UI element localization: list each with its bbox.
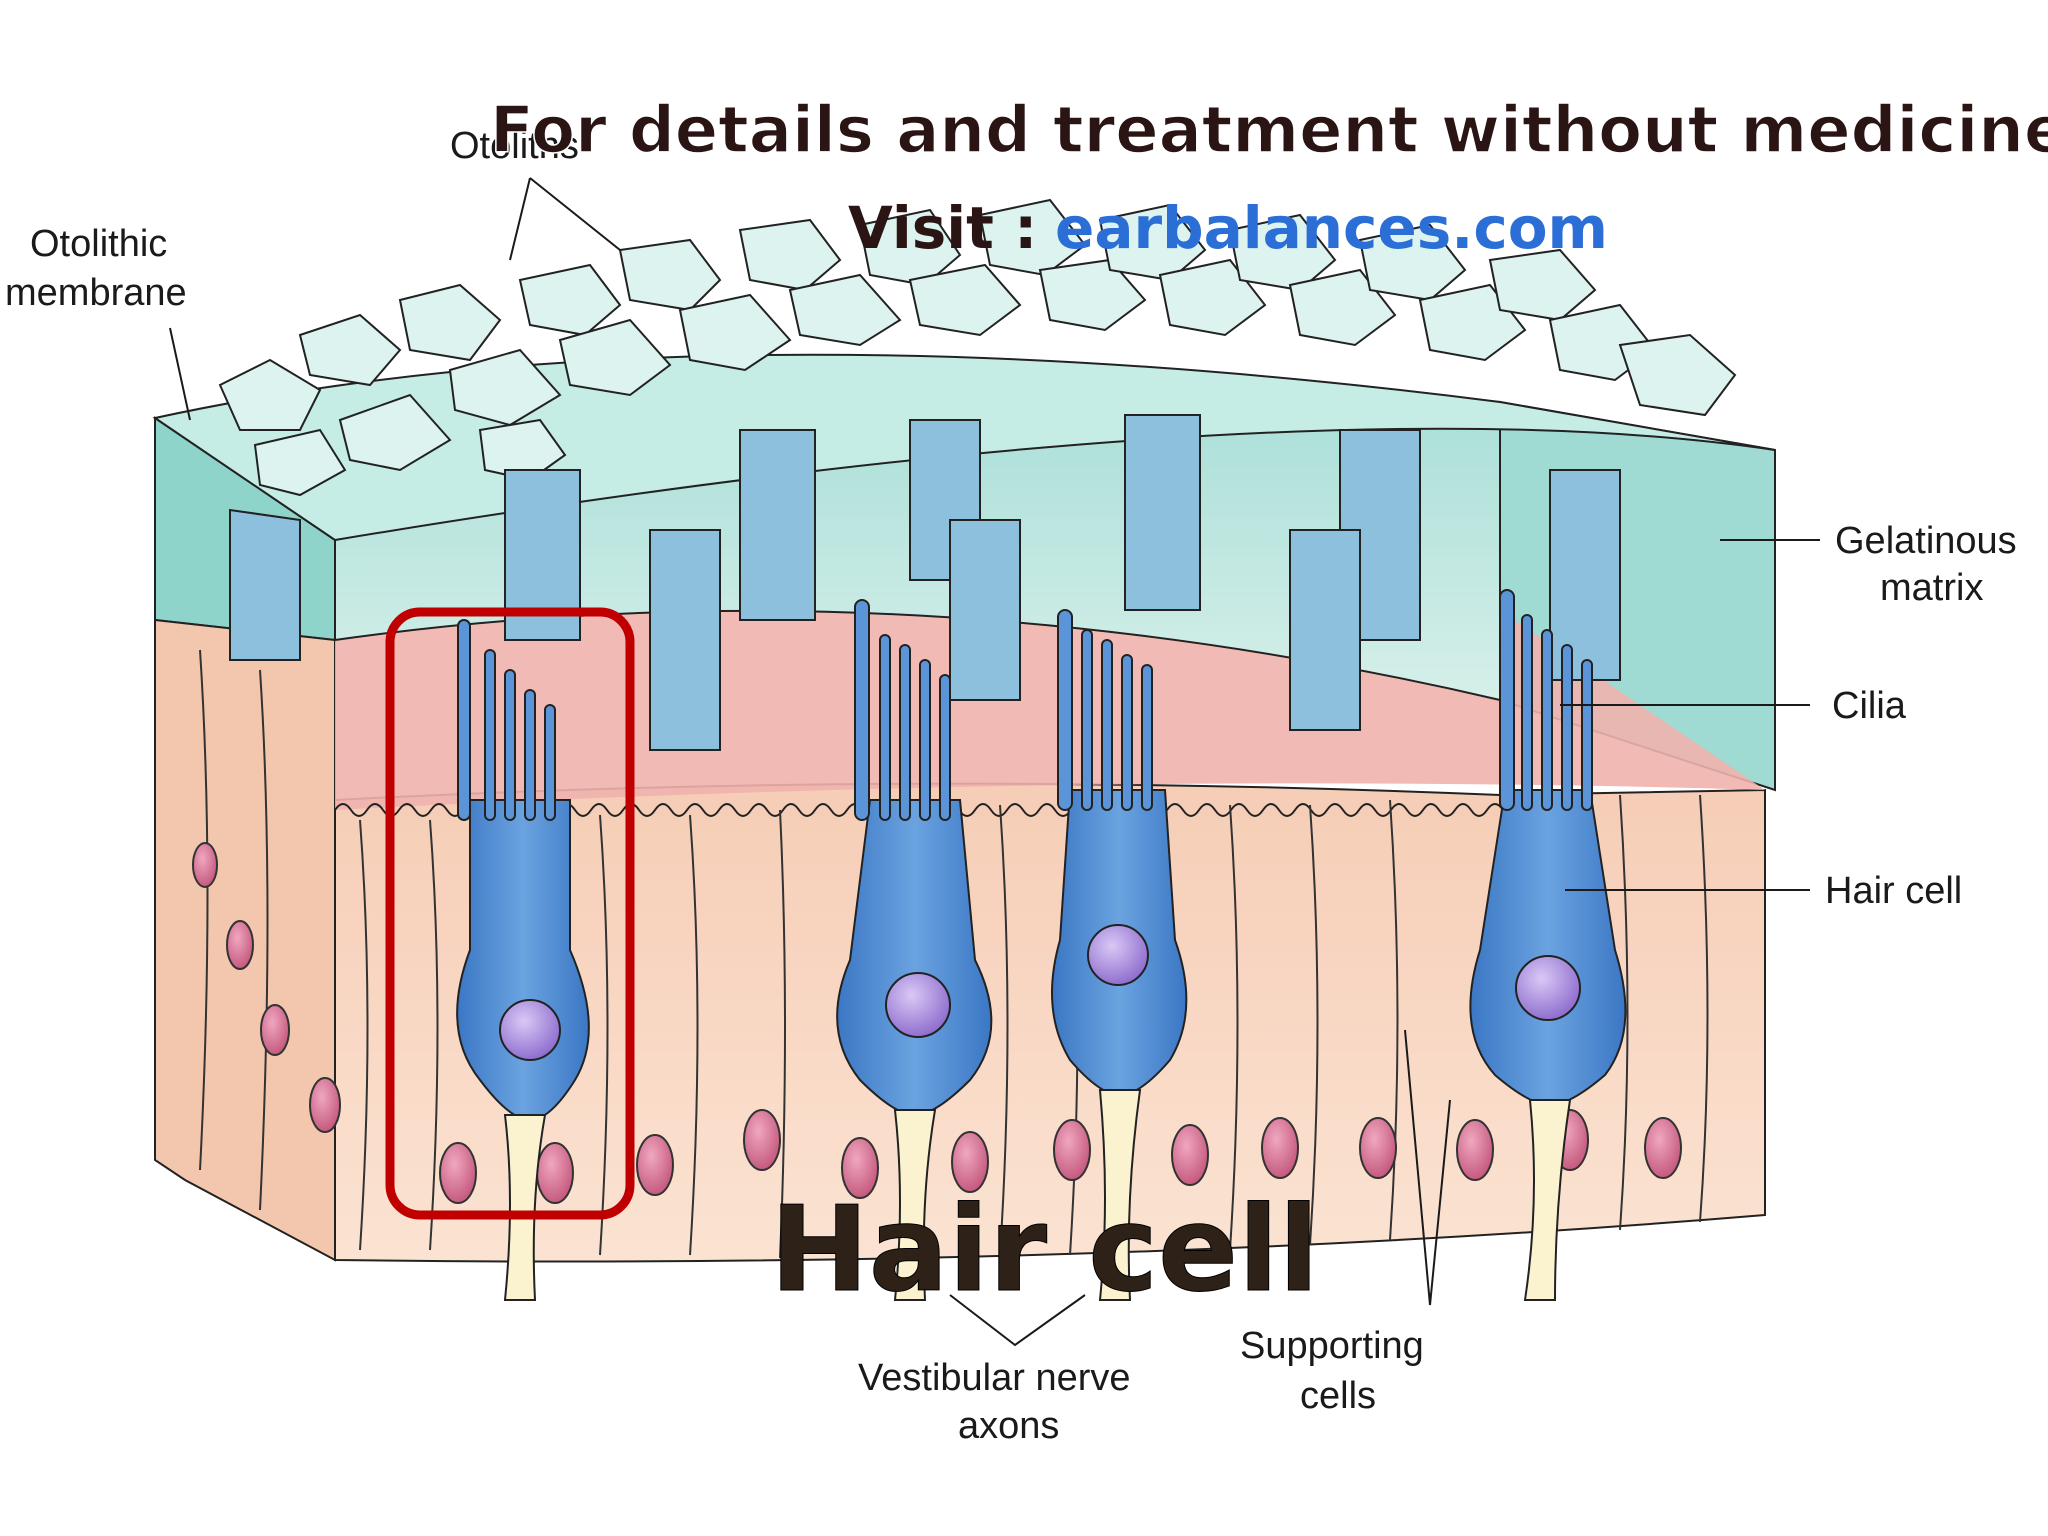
embedded-cilia-tufts xyxy=(229,414,1621,751)
label-cilia: Cilia xyxy=(1832,685,1907,727)
label-otoliths: Otoliths xyxy=(450,125,579,167)
label-hair-cell: Hair cell xyxy=(1825,870,1962,912)
label-supporting-2: cells xyxy=(1300,1375,1376,1417)
banner-visit-prefix: Visit : xyxy=(848,194,1037,262)
hair-cell-1 xyxy=(456,619,590,1122)
hair-cell-nucleus xyxy=(499,999,561,1061)
hair-cell-nucleus xyxy=(885,972,951,1038)
vestibular-nerve-axons xyxy=(503,1089,1572,1301)
label-gelatinous-matrix-2: matrix xyxy=(1880,567,1983,609)
highlight-box xyxy=(385,607,635,1220)
otolith-crystals xyxy=(218,198,1737,497)
hair-cell-3 xyxy=(1051,609,1188,1097)
banner-line-2: Visit : earbalances.com xyxy=(848,194,1608,262)
caption-hair-cell: Hair cell xyxy=(770,1180,1319,1318)
banner-link[interactable]: earbalances.com xyxy=(1055,194,1608,262)
hair-cell-2 xyxy=(836,599,993,1117)
label-otolithic-membrane-1: Otolithic xyxy=(30,223,167,265)
hair-cell-nucleus xyxy=(1087,924,1149,986)
label-vestibular-1: Vestibular nerve xyxy=(858,1357,1131,1399)
supporting-cell-walls xyxy=(199,649,1709,1259)
hair-cell-nucleus xyxy=(1515,955,1581,1021)
label-supporting-1: Supporting xyxy=(1240,1325,1424,1367)
label-gelatinous-matrix-1: Gelatinous xyxy=(1835,520,2017,562)
leader-lines xyxy=(169,177,1820,1347)
label-vestibular-2: axons xyxy=(958,1405,1059,1447)
banner-line-1: For details and treatment without medici… xyxy=(490,94,2048,168)
hair-cell-4 xyxy=(1469,589,1627,1107)
label-otolithic-membrane-2: membrane xyxy=(5,272,187,314)
supporting-cell-nuclei xyxy=(192,842,1682,1204)
